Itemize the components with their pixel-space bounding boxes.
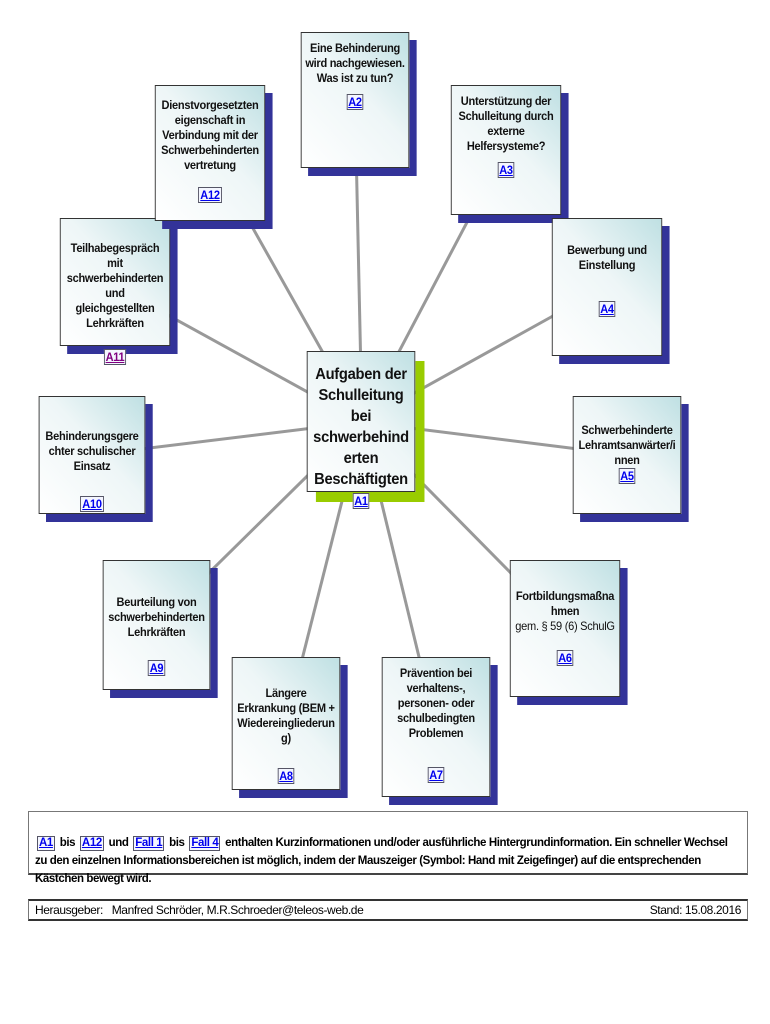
note-link-a1[interactable]: A1 bbox=[37, 836, 55, 851]
note-text: bis bbox=[59, 837, 76, 849]
note-text: enthalten Kurzinformationen und/oder aus… bbox=[35, 837, 728, 885]
box-text: Längere Erkrankung (BEM + Wiedereinglied… bbox=[237, 686, 335, 745]
link-a8[interactable]: A8 bbox=[277, 768, 295, 784]
info-note: A1 bis A12 und Fall 1 bis Fall 4 enthalt… bbox=[28, 811, 748, 885]
box-a12[interactable]: Dienstvorgesetzteneigenschaft in Verbind… bbox=[154, 85, 266, 221]
box-text: Schwerbehinderte Lehramtsanwärter/innen bbox=[578, 423, 676, 467]
box-a8[interactable]: Längere Erkrankung (BEM + Wiedereinglied… bbox=[231, 657, 341, 790]
link-a12[interactable]: A12 bbox=[198, 187, 222, 203]
box-subtext: gem. § 59 (6) SchulG bbox=[515, 619, 615, 633]
box-text: Eine Behinderung wird nachgewiesen. Was … bbox=[305, 41, 405, 85]
box-a3[interactable]: Unterstützung der Schulleitung durch ext… bbox=[450, 85, 562, 215]
link-a2[interactable]: A2 bbox=[346, 94, 364, 110]
box-text: Beurteilung von schwerbehinderten Lehrkr… bbox=[108, 595, 205, 639]
link-a7[interactable]: A7 bbox=[427, 767, 445, 783]
box-text: Unterstützung der Schulleitung durch ext… bbox=[458, 94, 554, 153]
box-text: Behinderungsgerechter schulischer Einsat… bbox=[45, 429, 139, 473]
box-text: Dienstvorgesetzteneigenschaft in Verbind… bbox=[161, 98, 259, 172]
date: Stand: 15.08.2016 bbox=[649, 903, 742, 917]
box-text: Bewerbung und Einstellung bbox=[567, 243, 647, 272]
note-link-fall1[interactable]: Fall 1 bbox=[133, 836, 165, 851]
link-a5[interactable]: A5 bbox=[618, 468, 636, 484]
box-a10[interactable]: Behinderungsgerechter schulischer Einsat… bbox=[38, 396, 146, 514]
link-a4[interactable]: A4 bbox=[598, 301, 616, 317]
note-text: bis bbox=[169, 837, 185, 849]
box-a2[interactable]: Eine Behinderung wird nachgewiesen. Was … bbox=[300, 32, 410, 168]
link-a3[interactable]: A3 bbox=[497, 162, 515, 178]
publisher: Herausgeber: Manfred Schröder, M.R.Schro… bbox=[35, 903, 364, 917]
hub-box-a1[interactable]: Aufgaben der Schulleitung bei schwerbehi… bbox=[306, 351, 416, 509]
footer: Herausgeber: Manfred Schröder, M.R.Schro… bbox=[28, 899, 748, 921]
note-text: und bbox=[108, 837, 129, 849]
link-a11[interactable]: A11 bbox=[103, 349, 127, 365]
box-a7[interactable]: Prävention bei verhaltens-, personen- od… bbox=[381, 657, 491, 797]
box-text: Prävention bei verhaltens-, personen- od… bbox=[397, 666, 475, 740]
note-link-a12[interactable]: A12 bbox=[79, 836, 104, 851]
link-a9[interactable]: A9 bbox=[147, 660, 166, 676]
link-a6[interactable]: A6 bbox=[556, 650, 574, 666]
link-a10[interactable]: A10 bbox=[80, 496, 104, 512]
link-a1[interactable]: A1 bbox=[352, 493, 370, 509]
note-link-fall4[interactable]: Fall 4 bbox=[189, 836, 221, 851]
hub-title: Aufgaben der Schulleitung bei schwerbehi… bbox=[313, 366, 409, 488]
box-a9[interactable]: Beurteilung von schwerbehinderten Lehrkr… bbox=[102, 560, 211, 690]
box-a11[interactable]: Teilhabegespräch mit schwerbehinderten u… bbox=[59, 218, 171, 365]
box-text: Teilhabegespräch mit schwerbehinderten u… bbox=[66, 241, 164, 330]
box-text: Fortbildungsmaßnahmen bbox=[515, 589, 615, 618]
